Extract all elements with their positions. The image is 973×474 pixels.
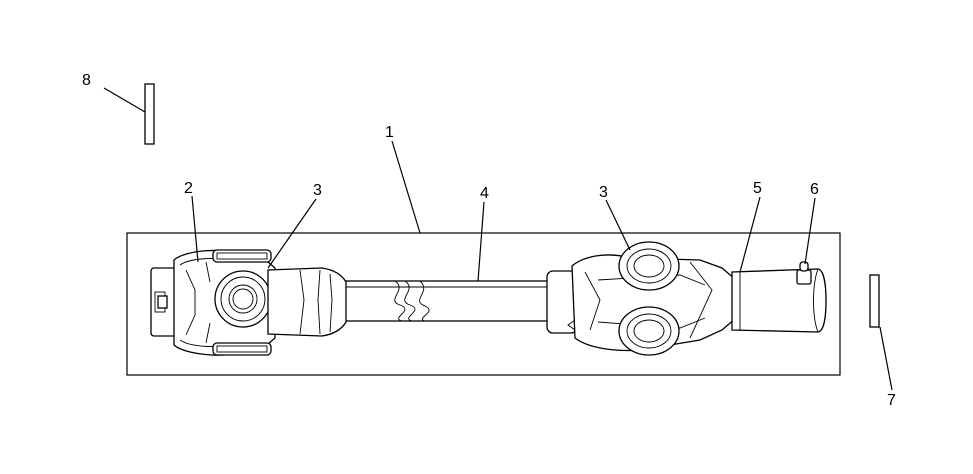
part-7-plate <box>869 274 880 328</box>
assembly-frame <box>126 232 841 376</box>
callout-4: 4 <box>480 185 489 202</box>
callout-8: 8 <box>82 72 91 89</box>
callout-5: 5 <box>753 180 762 197</box>
callout-3-left: 3 <box>313 182 322 199</box>
left-yoke-assembly <box>150 249 347 356</box>
leader-lines <box>103 87 893 391</box>
callout-3-right: 3 <box>599 184 608 201</box>
driveshaft-tube <box>344 280 551 322</box>
callout-1: 1 <box>385 124 394 141</box>
part-8-plate <box>144 83 155 145</box>
right-yoke-assembly <box>546 241 827 356</box>
callout-6: 6 <box>810 181 819 198</box>
callout-7: 7 <box>887 392 896 409</box>
callout-2: 2 <box>184 180 193 197</box>
grease-fitting <box>796 261 812 285</box>
